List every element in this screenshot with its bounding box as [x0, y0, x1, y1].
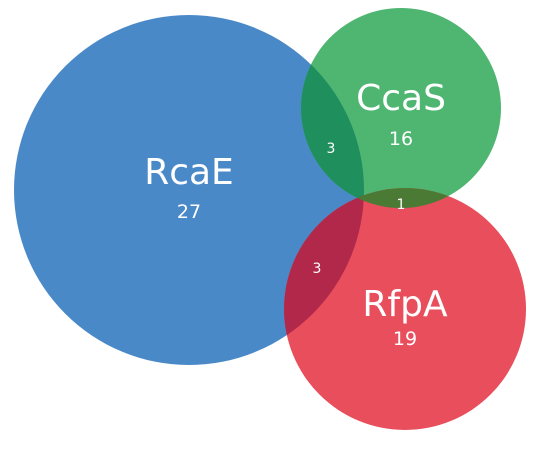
rcae-circle	[14, 15, 364, 365]
rcae-label: RcaE	[144, 152, 234, 193]
ccas-rfpa-count: 1	[397, 197, 406, 213]
rcae-rfpa-count: 3	[313, 261, 322, 277]
ccas-label: CcaS	[356, 78, 446, 119]
ccas-count: 16	[389, 128, 413, 150]
rfpa-label: RfpA	[362, 284, 448, 325]
rcae-count: 27	[177, 201, 201, 223]
rfpa-count: 19	[393, 328, 417, 350]
rcae-rfpa-overlap	[284, 188, 364, 365]
rcae-ccas-count: 3	[327, 141, 336, 157]
